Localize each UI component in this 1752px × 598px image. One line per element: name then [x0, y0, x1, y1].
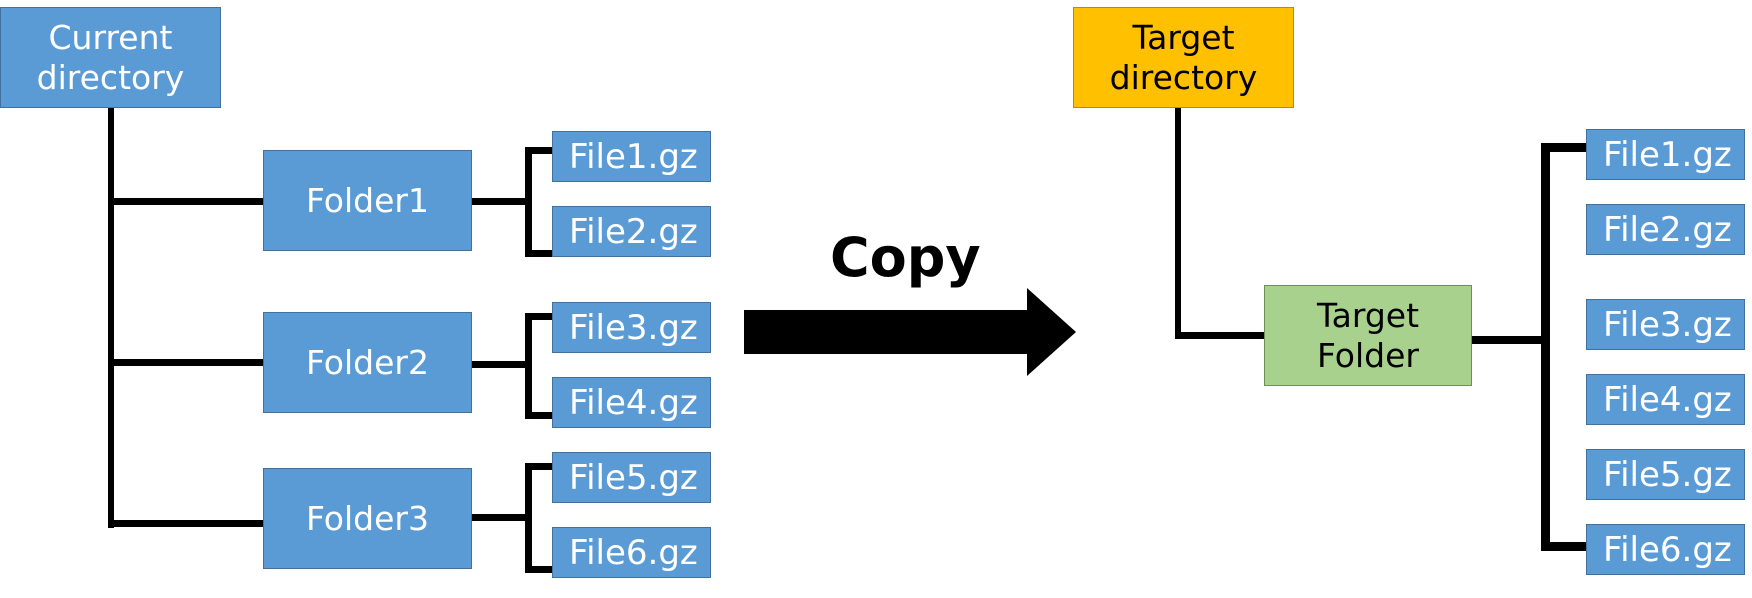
source-file-node: File5.gz [552, 452, 711, 503]
source-file-label: File1.gz [569, 136, 698, 177]
target-folder-label: Target Folder [1316, 295, 1420, 375]
target-file-node: File4.gz [1586, 374, 1745, 425]
target-file-label: File6.gz [1603, 529, 1732, 570]
target-file-label: File1.gz [1603, 134, 1732, 175]
folder3-label: Folder3 [306, 498, 429, 538]
target-trunk [1175, 106, 1181, 338]
source-file-label: File6.gz [569, 532, 698, 573]
source-file-node: File4.gz [552, 377, 711, 428]
trunk-to-folder2 [108, 359, 264, 366]
source-file-label: File4.gz [569, 382, 698, 423]
target-file-node: File1.gz [1586, 129, 1745, 180]
folder2-node: Folder2 [263, 312, 472, 413]
source-file-node: File3.gz [552, 302, 711, 353]
target-directory-label: Target directory [1109, 17, 1258, 97]
trunk-to-folder3 [108, 520, 264, 527]
target-directory-node: Target directory [1073, 7, 1294, 108]
folder1-bracket-bottom [525, 250, 553, 257]
source-file-node: File6.gz [552, 527, 711, 578]
target-bracket [1541, 143, 1550, 551]
target-file-node: File5.gz [1586, 449, 1745, 500]
source-file-label: File3.gz [569, 307, 698, 348]
folder1-bracket [525, 147, 532, 257]
source-file-label: File2.gz [569, 211, 698, 252]
right-arrow-icon [744, 288, 1076, 376]
target-file-label: File3.gz [1603, 304, 1732, 345]
folder2-bracket-bottom [525, 412, 553, 419]
target-file-label: File4.gz [1603, 379, 1732, 420]
source-file-node: File1.gz [552, 131, 711, 182]
folder3-bracket-top [525, 463, 553, 470]
copy-label: Copy [830, 226, 981, 289]
folder3-bracket-bottom [525, 566, 553, 573]
folder1-label: Folder1 [306, 180, 429, 220]
folder1-link [471, 198, 531, 205]
folder2-bracket [525, 313, 532, 419]
folder2-link [471, 361, 531, 368]
folder3-link [471, 514, 531, 521]
target-folder-node: Target Folder [1264, 285, 1472, 386]
target-file-label: File2.gz [1603, 209, 1732, 250]
target-file-node: File3.gz [1586, 299, 1745, 350]
target-folder-link [1469, 336, 1549, 344]
folder3-bracket [525, 463, 532, 573]
target-file-node: File6.gz [1586, 524, 1745, 575]
target-trunk-to-folder [1175, 332, 1266, 339]
current-directory-node: Current directory [0, 7, 221, 108]
trunk-to-folder1 [108, 198, 264, 205]
folder2-bracket-top [525, 313, 553, 320]
target-bracket-top [1541, 143, 1586, 152]
source-trunk [108, 106, 114, 528]
target-file-label: File5.gz [1603, 454, 1732, 495]
target-file-node: File2.gz [1586, 204, 1745, 255]
folder3-node: Folder3 [263, 468, 472, 569]
folder2-label: Folder2 [306, 342, 429, 382]
current-directory-label: Current directory [36, 17, 185, 97]
folder1-node: Folder1 [263, 150, 472, 251]
target-bracket-bottom [1541, 542, 1586, 551]
folder1-bracket-top [525, 147, 553, 154]
source-file-label: File5.gz [569, 457, 698, 498]
source-file-node: File2.gz [552, 206, 711, 257]
